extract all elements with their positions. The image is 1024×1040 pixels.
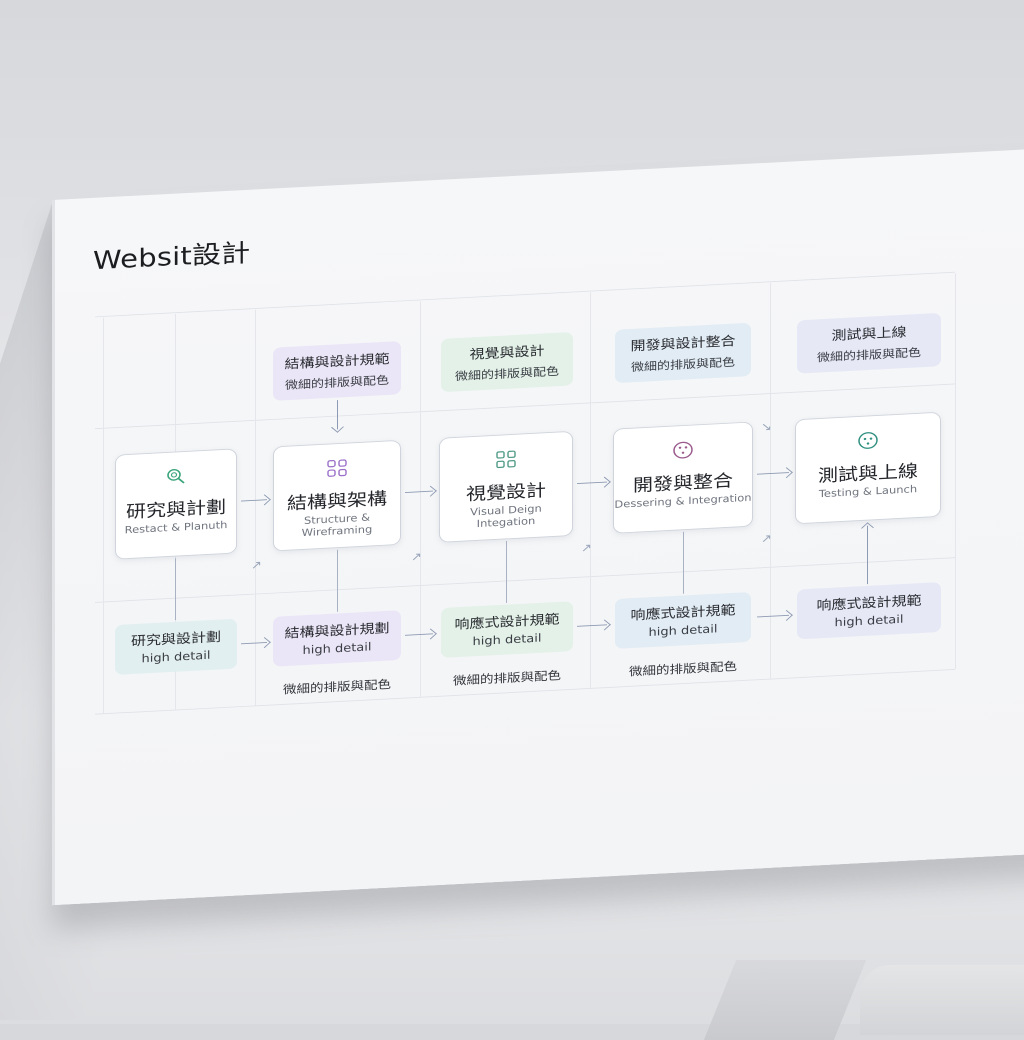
grid-icon: [496, 450, 516, 469]
step-box-structure: 結構與架構 Structure & Wireframing: [273, 439, 401, 552]
bottom-tag: 响應式設計規範 high detail: [441, 601, 573, 658]
connector-arrow-right: [757, 472, 789, 475]
top-tag-subtitle: 微細的排版與配色: [816, 346, 921, 365]
connector-arrow-right: [757, 614, 789, 618]
connector-arrow-right: [405, 633, 433, 636]
magnifier-icon: [167, 469, 185, 484]
top-tag-title: 開發與設計整合: [630, 333, 736, 354]
connector-arrow-right: [241, 499, 267, 502]
caption: 微細的排版與配色: [453, 668, 561, 689]
grid-line: [95, 271, 955, 318]
bottom-tag-subtitle: high detail: [302, 640, 372, 658]
bottom-tag: 响應式設計規範 high detail: [615, 591, 751, 649]
bottom-tag: 响應式設計規範 high detail: [797, 582, 941, 640]
bottom-tag-title: 响應式設計規範: [630, 602, 736, 624]
monitor-base: [860, 965, 1024, 1035]
top-tag: 結構與設計規範 微細的排版與配色: [273, 340, 401, 401]
top-tag-title: 視覺與設計: [469, 342, 545, 363]
bottom-tag-title: 結構與設計規劃: [284, 620, 390, 642]
connector-arrow-down: [337, 400, 338, 430]
top-tag-title: 結構與設計規範: [284, 351, 390, 372]
step-box-development: 開發與整合 Dessering & Integration: [613, 421, 753, 534]
small-arrow-icon: ↗: [761, 532, 772, 546]
connector-arrow-up: [867, 525, 868, 585]
caption: 微細的排版與配色: [629, 659, 737, 680]
monitor-stand: [703, 960, 867, 1040]
bottom-tag-title: 响應式設計規範: [454, 611, 560, 633]
top-tag-subtitle: 微細的排版與配色: [454, 365, 559, 384]
grid-line: [590, 292, 591, 689]
grid-icon: [327, 459, 347, 477]
small-arrow-icon: ↗: [251, 558, 262, 573]
bottom-tag: 研究與設計劃 high detail: [115, 618, 237, 675]
grid-line: [255, 309, 256, 706]
small-arrow-icon: ↘: [761, 420, 772, 435]
top-tag-subtitle: 微細的排版與配色: [630, 356, 735, 375]
palette-icon: [858, 432, 878, 449]
connector-line: [337, 549, 338, 612]
grid-line: [420, 301, 421, 697]
small-arrow-icon: ↗: [581, 541, 592, 556]
connector-arrow-right: [241, 642, 267, 645]
top-tag: 視覺與設計 微細的排版與配色: [441, 332, 573, 393]
step-subtitle: Structure & Wireframing: [301, 511, 373, 539]
connector-line: [506, 540, 507, 603]
step-box-visual: 視覺設計 Visual Deign Integation: [439, 430, 573, 543]
step-box-research: 研究與計劃 Restact & Planuth: [115, 448, 237, 560]
top-tag-subtitle: 微細的排版與配色: [284, 374, 389, 393]
grid-line: [770, 283, 771, 679]
caption: 微細的排版與配色: [283, 677, 391, 698]
bottom-tag-title: 研究與設計劃: [130, 628, 221, 650]
bottom-tag-subtitle: high detail: [472, 632, 542, 649]
palette-icon: [673, 441, 693, 459]
step-box-testing: 測試與上線 Testing & Launch: [795, 411, 941, 525]
display-screen: Websit設計 結構與設計規範 微細的排版與配色 視覺與設計 微細的排版與配色…: [52, 144, 1024, 906]
connector-arrow-right: [577, 481, 607, 485]
bottom-tag: 結構與設計規劃 high detail: [273, 610, 401, 667]
bottom-tag-subtitle: high detail: [834, 613, 904, 630]
connector-arrow-right: [577, 624, 607, 627]
bottom-tag-subtitle: high detail: [141, 649, 211, 666]
page-title: Websit設計: [93, 237, 251, 276]
bottom-tag-subtitle: high detail: [648, 622, 718, 640]
small-arrow-icon: ↗: [411, 550, 422, 565]
connector-line: [175, 558, 176, 621]
connector-line: [683, 531, 684, 594]
top-tag: 測試與上線 微細的排版與配色: [797, 312, 941, 374]
grid-line: [103, 317, 104, 714]
connector-arrow-right: [405, 490, 433, 493]
grid-line: [955, 273, 956, 670]
top-tag: 開發與設計整合 微細的排版與配色: [615, 322, 751, 384]
